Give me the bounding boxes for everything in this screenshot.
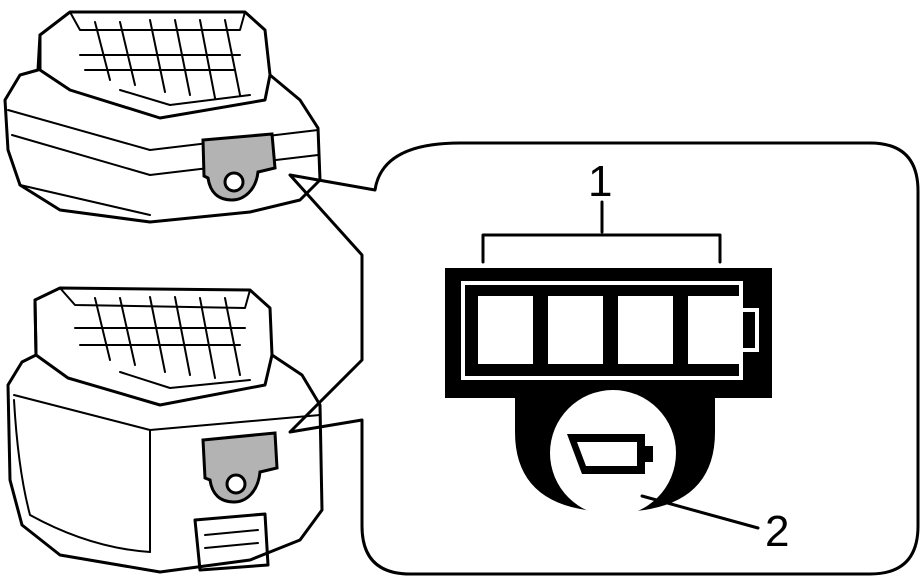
indicator-lamps (478, 296, 743, 364)
check-button-icon-top (223, 171, 245, 193)
check-button (550, 390, 676, 516)
magnified-callout (288, 141, 920, 576)
indicator-plate-top (201, 132, 277, 202)
lamp-4 (688, 296, 743, 364)
battery-pack-top (3, 10, 322, 224)
check-button-icon-bottom (225, 473, 247, 495)
lamp-1 (478, 296, 533, 364)
leader-lines (481, 200, 760, 530)
lamp-2 (548, 296, 603, 364)
indicator-panel (445, 268, 772, 516)
callout-label-2: 2 (765, 507, 789, 556)
battery-pack-bottom (6, 286, 324, 574)
lamp-3 (618, 296, 673, 364)
callout-label-1: 1 (588, 157, 612, 206)
indicator-plate-bottom (201, 431, 279, 504)
